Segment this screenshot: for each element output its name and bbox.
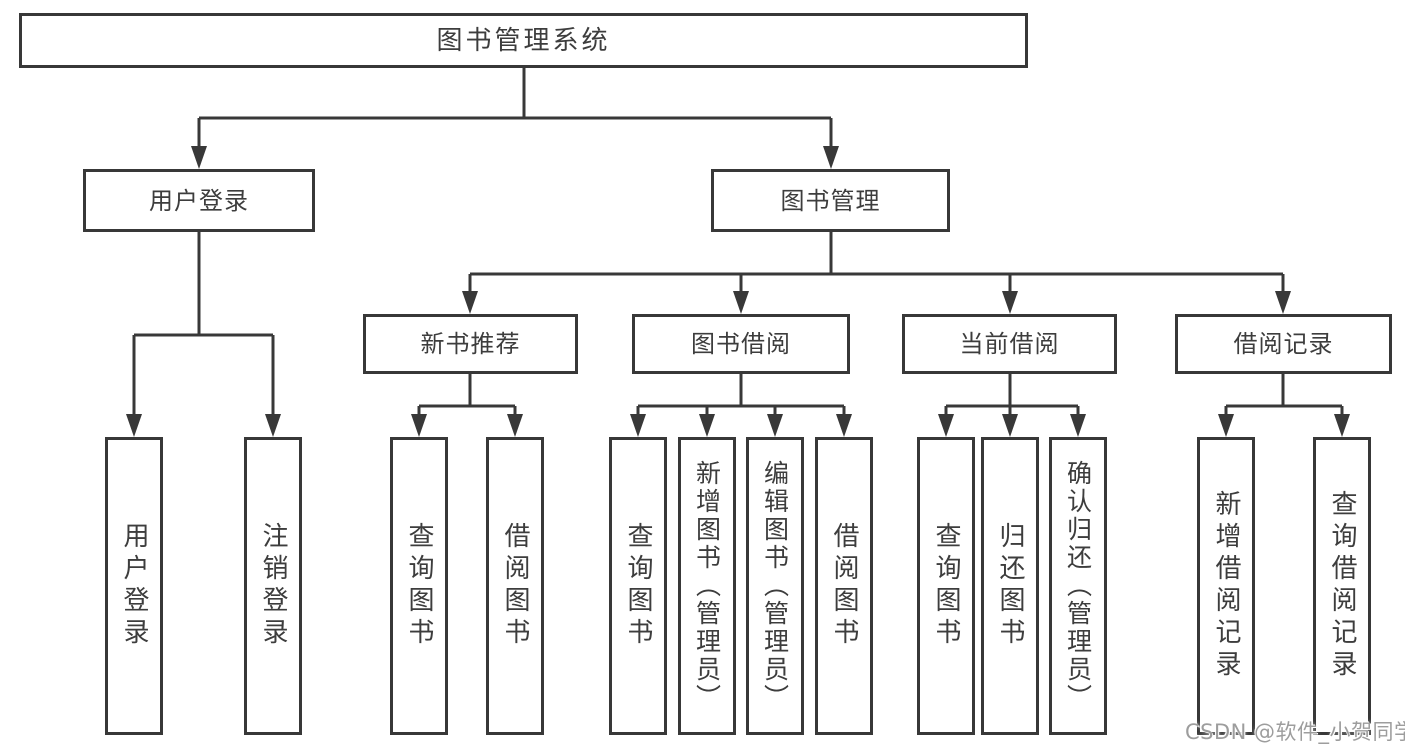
csdn-watermark: CSDN @软件_小贺同学 bbox=[1185, 720, 1405, 744]
leaf-query-books-current: 查询图书 bbox=[917, 437, 975, 735]
node-library-management-system: 图书管理系统 bbox=[19, 13, 1028, 68]
leaf-logout: 注销登录 bbox=[244, 437, 302, 735]
node-new-book-recommendation: 新书推荐 bbox=[363, 314, 578, 374]
node-user-login: 用户登录 bbox=[83, 169, 315, 232]
leaf-query-books-borrowing: 查询图书 bbox=[609, 437, 667, 735]
leaf-confirm-return-admin: 确认归还（管理员） bbox=[1049, 437, 1107, 735]
leaf-edit-books-admin: 编辑图书（管理员） bbox=[746, 437, 804, 735]
node-book-borrowing: 图书借阅 bbox=[632, 314, 850, 374]
leaf-add-books-admin: 新增图书（管理员） bbox=[678, 437, 736, 735]
leaf-borrow-books-recommend: 借阅图书 bbox=[486, 437, 544, 735]
leaf-borrow-books-borrowing: 借阅图书 bbox=[815, 437, 873, 735]
leaf-add-borrowing-record: 新增借阅记录 bbox=[1197, 437, 1255, 735]
leaf-query-borrowing-record: 查询借阅记录 bbox=[1313, 437, 1371, 735]
node-current-borrowing: 当前借阅 bbox=[902, 314, 1117, 374]
node-borrowing-records: 借阅记录 bbox=[1175, 314, 1392, 374]
leaf-return-books: 归还图书 bbox=[981, 437, 1039, 735]
leaf-user-login: 用户登录 bbox=[105, 437, 163, 735]
arrowhead-icons bbox=[126, 146, 1350, 437]
node-book-management: 图书管理 bbox=[711, 169, 950, 232]
leaf-query-books-recommend: 查询图书 bbox=[390, 437, 448, 735]
